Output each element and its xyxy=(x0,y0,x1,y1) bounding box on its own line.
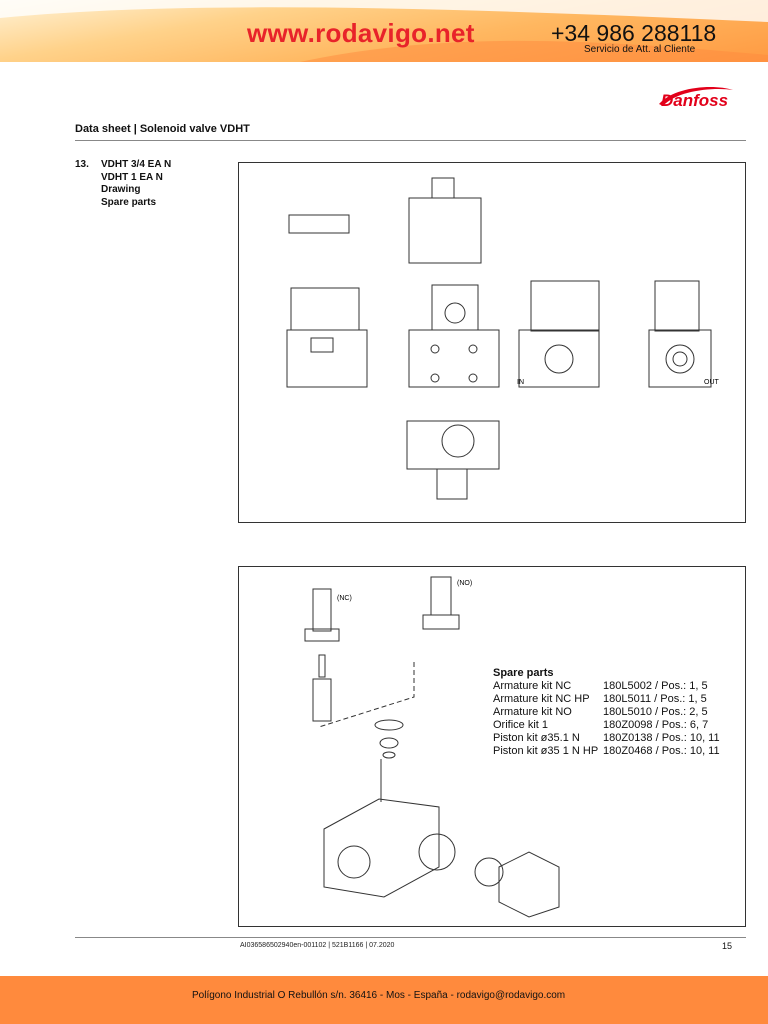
bottom-view xyxy=(406,420,500,470)
page-number: 15 xyxy=(722,941,733,951)
o-ring xyxy=(374,719,404,731)
company-address: Polígono Industrial O Rebullón s/n. 3641… xyxy=(192,990,566,1001)
part-name: Armature kit NC HP xyxy=(493,693,590,705)
section-number: 13. xyxy=(75,159,89,170)
footer-divider xyxy=(75,937,746,938)
bottom-banner: Polígono Industrial O Rebullón s/n. 3641… xyxy=(0,976,768,1024)
spare-part-row: Armature kit NC HP 180L5011 / Pos.: 1, 5 xyxy=(493,693,720,706)
part-name: Piston kit ø35.1 N xyxy=(493,732,580,744)
no-label: (NO) xyxy=(457,580,472,587)
top-banner: www.rodavigo.net +34 986 288118 Servicio… xyxy=(0,0,768,62)
outlet-view-body xyxy=(648,329,712,388)
valve-body xyxy=(323,798,440,898)
side-view-body xyxy=(408,329,500,388)
part-code: 180L5002 / Pos.: 1, 5 xyxy=(603,680,708,692)
outlet-view-coil xyxy=(654,280,700,332)
banner-wave xyxy=(0,0,768,62)
part-code: 180L5011 / Pos.: 1, 5 xyxy=(603,693,707,705)
part-code: 180L5010 / Pos.: 2, 5 xyxy=(603,706,708,718)
part-code: 180Z0138 / Pos.: 10, 11 xyxy=(603,732,720,744)
page-title: Data sheet | Solenoid valve VDHT xyxy=(75,123,250,135)
part-name: Armature kit NC xyxy=(493,680,572,692)
seal-ring xyxy=(474,857,504,887)
spare-parts-heading: Spare parts xyxy=(493,667,554,679)
cover xyxy=(498,851,560,918)
inlet-view-body xyxy=(518,329,600,388)
spare-parts-list: Spare parts Armature kit NC 180L5002 / Po… xyxy=(493,667,720,758)
out-label: OUT xyxy=(704,379,720,386)
phone-number: +34 986 288118 xyxy=(551,20,717,46)
spare-part-row: Orifice kit 1 180Z0098 / Pos.: 6, 7 xyxy=(493,719,720,732)
spare-part-row: Piston kit ø35 1 N HP 180Z0468 / Pos.: 10… xyxy=(493,745,720,758)
spare-part-row: Piston kit ø35.1 N 180Z0138 / Pos.: 10, 1… xyxy=(493,732,720,745)
piston xyxy=(418,833,456,871)
front-view-coil xyxy=(290,287,360,331)
section-line: VDHT 1 EA N xyxy=(101,171,163,183)
inlet-view-coil xyxy=(530,280,600,332)
in-label: IN xyxy=(517,379,524,386)
document-reference: AI036586502940en-001102 | 521B1166 | 07.… xyxy=(240,942,395,949)
dimension-drawing: IN OUT xyxy=(238,162,746,523)
spring xyxy=(318,654,326,678)
part-code: 180Z0098 / Pos.: 6, 7 xyxy=(603,719,709,731)
nc-label: (NC) xyxy=(337,595,352,602)
spare-part-row: Armature kit NC 180L5002 / Pos.: 1, 5 xyxy=(493,680,720,693)
header-divider xyxy=(75,140,746,141)
part-name: Armature kit NO xyxy=(493,706,572,718)
section-line: Drawing xyxy=(101,184,141,195)
svg-text:Danfoss: Danfoss xyxy=(661,91,728,110)
top-view-coil xyxy=(408,197,482,264)
exploded-drawing: (NC) (NO) xyxy=(238,566,746,927)
armature-no xyxy=(430,576,452,616)
part-name: Orifice kit 1 xyxy=(493,719,549,731)
section-heading: 13. VDHT 3/4 EA N VDHT 1 EA N Drawing Sp… xyxy=(75,159,171,209)
spare-part-row: Armature kit NO 180L5010 / Pos.: 2, 5 xyxy=(493,706,720,719)
danfoss-logo: Danfoss xyxy=(659,86,733,110)
section-line: VDHT 3/4 EA N xyxy=(101,159,172,170)
section-view xyxy=(288,214,350,234)
part-code: 180Z0468 / Pos.: 10, 11 xyxy=(603,745,720,757)
service-label: Servicio de Att. al Cliente xyxy=(584,44,696,55)
section-line: Spare parts xyxy=(101,196,157,208)
armature-nc xyxy=(312,588,332,632)
part-name: Piston kit ø35 1 N HP xyxy=(493,745,599,757)
website-link[interactable]: www.rodavigo.net xyxy=(247,18,475,48)
front-view-body xyxy=(286,329,368,388)
plunger xyxy=(312,678,332,722)
